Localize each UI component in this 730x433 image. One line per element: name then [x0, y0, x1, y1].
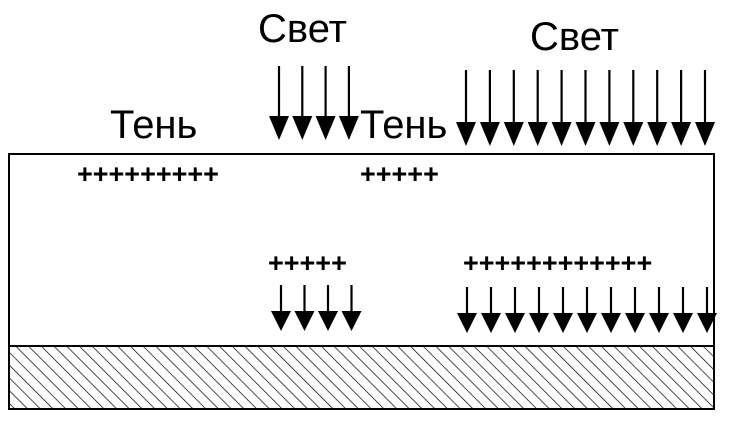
down-arrow: [338, 66, 359, 140]
down-arrow: [479, 70, 500, 146]
down-arrow: [527, 70, 548, 146]
down-arrow: [481, 287, 501, 333]
down-arrow: [695, 70, 715, 146]
down-arrow: [625, 287, 645, 333]
down-arrow: [341, 285, 362, 331]
down-arrow: [318, 285, 338, 331]
shadow-label-left: Тень: [110, 103, 197, 147]
down-arrow: [599, 70, 620, 146]
down-arrow: [457, 287, 477, 333]
field-arrows-bottom-left: [271, 285, 362, 331]
surface-charges-middle: +++++: [360, 159, 439, 189]
down-arrow: [673, 287, 693, 333]
down-arrow: [529, 287, 549, 333]
light-arrows-left: [269, 66, 359, 140]
substrate-layer: [8, 345, 715, 410]
down-arrow: [551, 70, 572, 146]
field-arrows-bottom-right: [457, 287, 717, 333]
down-arrow: [575, 70, 596, 146]
light-label-right: Свет: [530, 15, 619, 59]
down-arrow: [456, 70, 476, 146]
down-arrow: [315, 66, 336, 140]
down-arrow: [697, 287, 717, 333]
down-arrow: [623, 70, 644, 146]
bottom-charges-left: +++++: [268, 248, 347, 278]
down-arrow: [271, 285, 291, 331]
down-arrow: [503, 70, 524, 146]
down-arrow: [269, 66, 289, 140]
down-arrow: [553, 287, 573, 333]
down-arrow: [292, 66, 313, 140]
down-arrow: [647, 70, 668, 146]
shadow-label-right: Тень: [360, 103, 447, 147]
down-arrow: [671, 70, 692, 146]
down-arrow: [505, 287, 525, 333]
light-arrows-right: [456, 70, 715, 146]
bottom-charges-right: ++++++++++++: [463, 248, 652, 278]
light-label-left: Свет: [258, 7, 347, 51]
down-arrow: [294, 285, 315, 331]
down-arrow: [649, 287, 669, 333]
down-arrow: [577, 287, 597, 333]
surface-charges-left: +++++++++: [77, 159, 219, 189]
down-arrow: [601, 287, 621, 333]
